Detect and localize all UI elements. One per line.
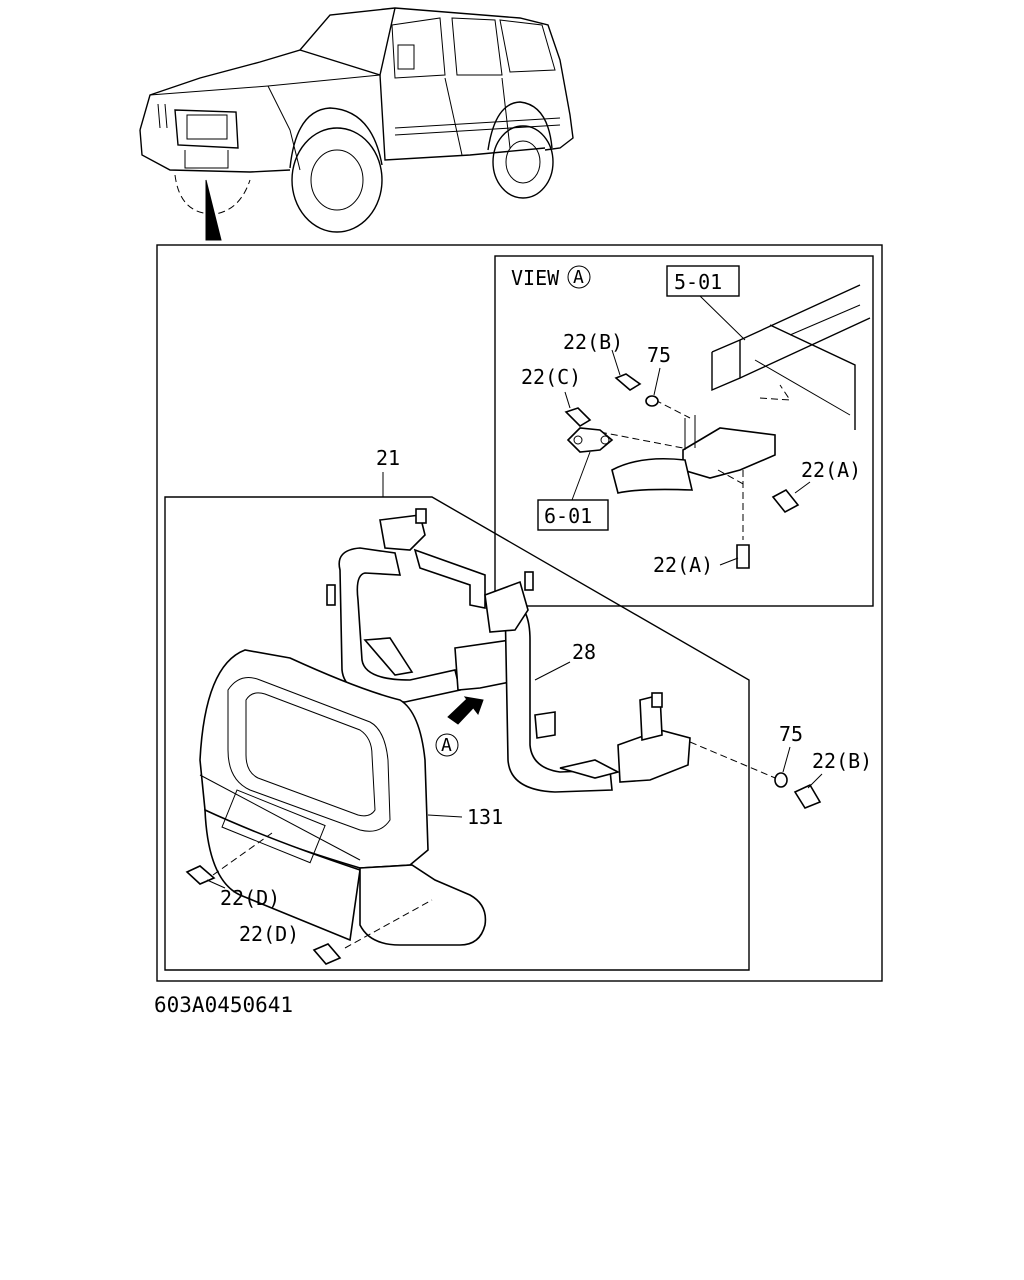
bolt-icon [793, 783, 822, 809]
suv-vehicle-icon [139, 7, 574, 241]
arrow-marker: A [441, 735, 452, 756]
washer-icon [774, 772, 788, 788]
front-bumper-part [199, 649, 487, 949]
bolt-icon [771, 488, 800, 514]
direction-arrow-icon [447, 696, 484, 725]
callout-main-75: 75 [779, 722, 803, 746]
callout-main-22b: 22(B) [812, 749, 872, 773]
callout-view-22b: 22(B) [563, 330, 623, 354]
callout-main-22d-lower: 22(D) [239, 922, 299, 946]
callout-main-22d-upper: 22(D) [220, 886, 280, 910]
view-a-inset: VIEW A 5-01 6-01 [494, 255, 874, 607]
view-marker: A [573, 267, 584, 288]
callout-view-75: 75 [647, 343, 671, 367]
bolt-icon [736, 544, 750, 569]
bolt-icon [564, 407, 592, 428]
bolt-icon [185, 865, 216, 885]
callout-view-22a-right: 22(A) [801, 458, 861, 482]
parts-subframe [164, 496, 750, 971]
callout-part-21: 21 [376, 446, 400, 470]
view-label: VIEW [511, 266, 560, 290]
callout-view-22c: 22(C) [521, 365, 581, 389]
bolt-icon [312, 943, 342, 965]
callout-part-131: 131 [467, 805, 503, 829]
grille-guard-part [326, 508, 691, 793]
ref-6-01: 6-01 [544, 504, 592, 528]
callout-view-22a-bottom: 22(A) [653, 553, 713, 577]
callout-part-28: 28 [572, 640, 596, 664]
bolt-icon [614, 373, 642, 391]
ref-5-01: 5-01 [674, 270, 722, 294]
figure-code: 603A0450641 [154, 993, 293, 1017]
diagram-frame [156, 244, 883, 982]
washer-icon [645, 395, 659, 407]
